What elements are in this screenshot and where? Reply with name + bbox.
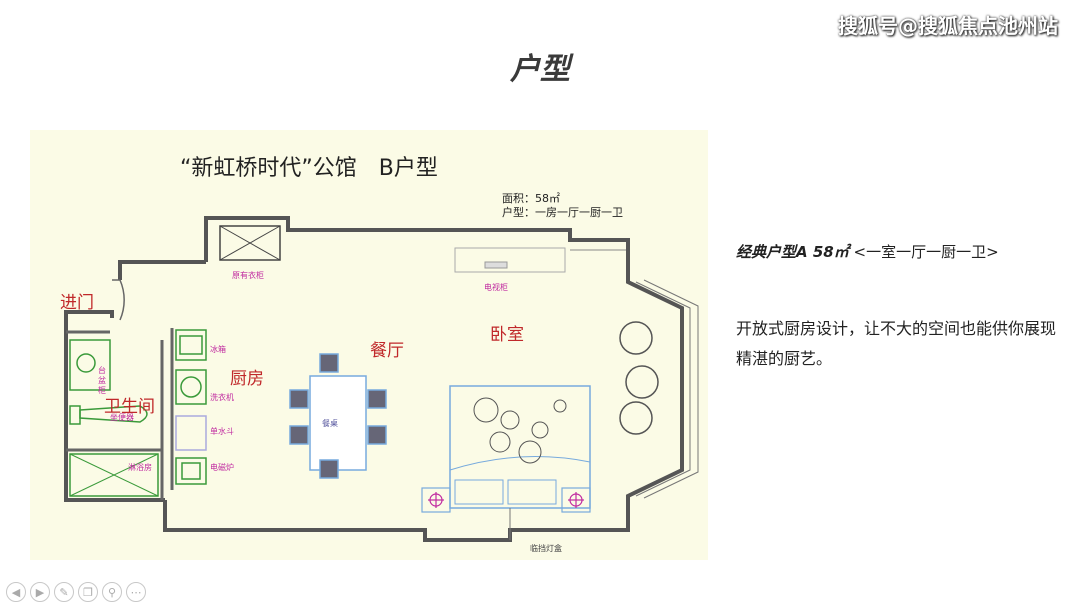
chair-1	[619, 321, 653, 355]
vanity	[69, 339, 111, 391]
slide-toolbar: ◀ ▶ ✎ ❐ ⚲ ⋯	[6, 582, 146, 602]
desc-body: 开放式厨房设计，让不大的空间也能供你展现精湛的厨艺。	[736, 319, 1057, 368]
slide-title: 户型	[510, 52, 570, 87]
label-kitchen: 厨房	[230, 369, 264, 389]
induction	[175, 457, 207, 485]
entry-door-arc	[119, 279, 125, 321]
arrow-left-icon[interactable]: ◀	[6, 582, 26, 602]
chair-2	[625, 365, 659, 399]
dining-table	[309, 375, 367, 471]
wall-left	[64, 310, 165, 502]
watermark: 搜狐号@搜狐焦点池州站	[838, 14, 1058, 38]
pillow-right	[507, 479, 557, 505]
label-tv-cabinet: 电视柜	[484, 283, 508, 292]
pen-icon[interactable]: ✎	[54, 582, 74, 602]
wall-outer	[163, 216, 684, 542]
label-fridge: 冰箱	[210, 345, 226, 354]
desc-headline-rest: <一室一厅一厨一卫>	[853, 243, 999, 261]
label-shower: 淋浴房	[128, 463, 152, 472]
label-bedroom: 卧室	[490, 325, 524, 345]
floor-plan-drawing	[64, 216, 699, 542]
type-line: 户型：一房一厅一厨一卫	[502, 206, 623, 219]
label-dining: 餐厅	[370, 341, 404, 361]
label-junction-box: 临挡灯盒	[530, 544, 562, 553]
floor-plan: “新虹桥时代”公馆 B户型 面积：58㎡ 户型：一房一厅一厨一卫 进门 卫生间 …	[30, 130, 708, 560]
label-dining-table: 餐桌	[322, 419, 338, 428]
desc-headline-bold: 经典户型A 58㎡	[736, 243, 849, 261]
label-sink: 单水斗	[210, 427, 234, 436]
zoom-icon[interactable]: ⚲	[102, 582, 122, 602]
fridge	[175, 329, 207, 361]
label-entrance: 进门	[60, 293, 94, 313]
desc-headline: 经典户型A 58㎡ <一室一厅一厨一卫>	[736, 241, 999, 262]
wall-upper-left	[118, 260, 206, 280]
chair-3	[619, 401, 653, 435]
bed	[449, 385, 591, 509]
pillow-left	[454, 479, 504, 505]
arrow-right-icon[interactable]: ▶	[30, 582, 50, 602]
area-line: 面积：58㎡	[502, 192, 560, 205]
shower	[69, 453, 159, 497]
plan-spec: 面积：58㎡ 户型：一房一厅一厨一卫	[502, 192, 623, 220]
dining-chair	[289, 389, 309, 409]
label-bathroom: 卫生间	[104, 397, 155, 417]
label-washer: 洗衣机	[210, 393, 234, 402]
label-vanity: 台盆柜	[98, 366, 106, 395]
sink	[175, 415, 207, 451]
label-toilet: 坐便器	[110, 413, 134, 422]
label-wardrobe: 原有衣柜	[232, 271, 264, 280]
wardrobe	[219, 225, 281, 261]
label-induction: 电磁炉	[210, 463, 234, 472]
tv-cabinet	[454, 247, 566, 273]
copy-icon[interactable]: ❐	[78, 582, 98, 602]
plan-title: “新虹桥时代”公馆 B户型	[180, 156, 438, 181]
washer	[175, 369, 207, 405]
more-icon[interactable]: ⋯	[126, 582, 146, 602]
toilet	[79, 405, 148, 423]
